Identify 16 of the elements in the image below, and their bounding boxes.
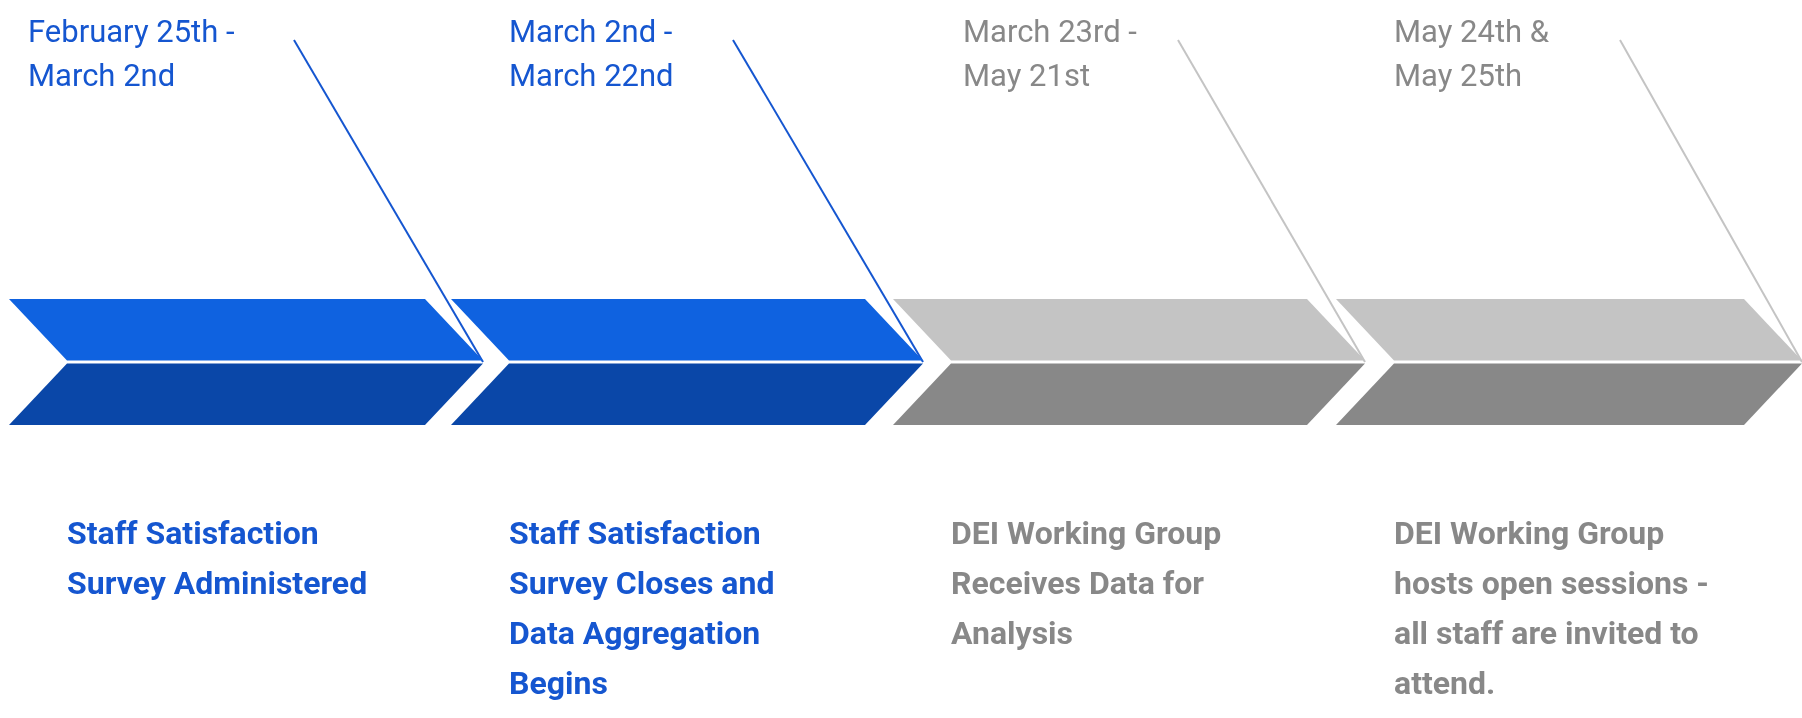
date-label: March 23rd - May 21st [963, 10, 1183, 98]
milestone-description: DEI Working Group Receives Data for Analysis [951, 513, 1223, 654]
leader-line [1619, 39, 1802, 363]
timeline-segment [451, 299, 923, 425]
date-label: May 24th & May 25th [1394, 10, 1614, 98]
timeline-segment [9, 299, 483, 425]
leader-line [293, 39, 484, 363]
timeline-segment [893, 299, 1365, 425]
milestone-description: Staff Satisfaction Survey Closes and Data Aggregation Begins [509, 513, 776, 704]
date-label: March 2nd - March 22nd [509, 10, 729, 98]
milestone-description: DEI Working Group hosts open sessions - all staff are invited to attend. [1394, 513, 1710, 704]
leader-line [732, 39, 924, 363]
leader-line [1177, 39, 1366, 363]
timeline-segment [1336, 299, 1802, 425]
milestone-description: Staff Satisfaction Survey Administered [67, 513, 369, 604]
date-label: February 25th - March 2nd [28, 10, 298, 98]
